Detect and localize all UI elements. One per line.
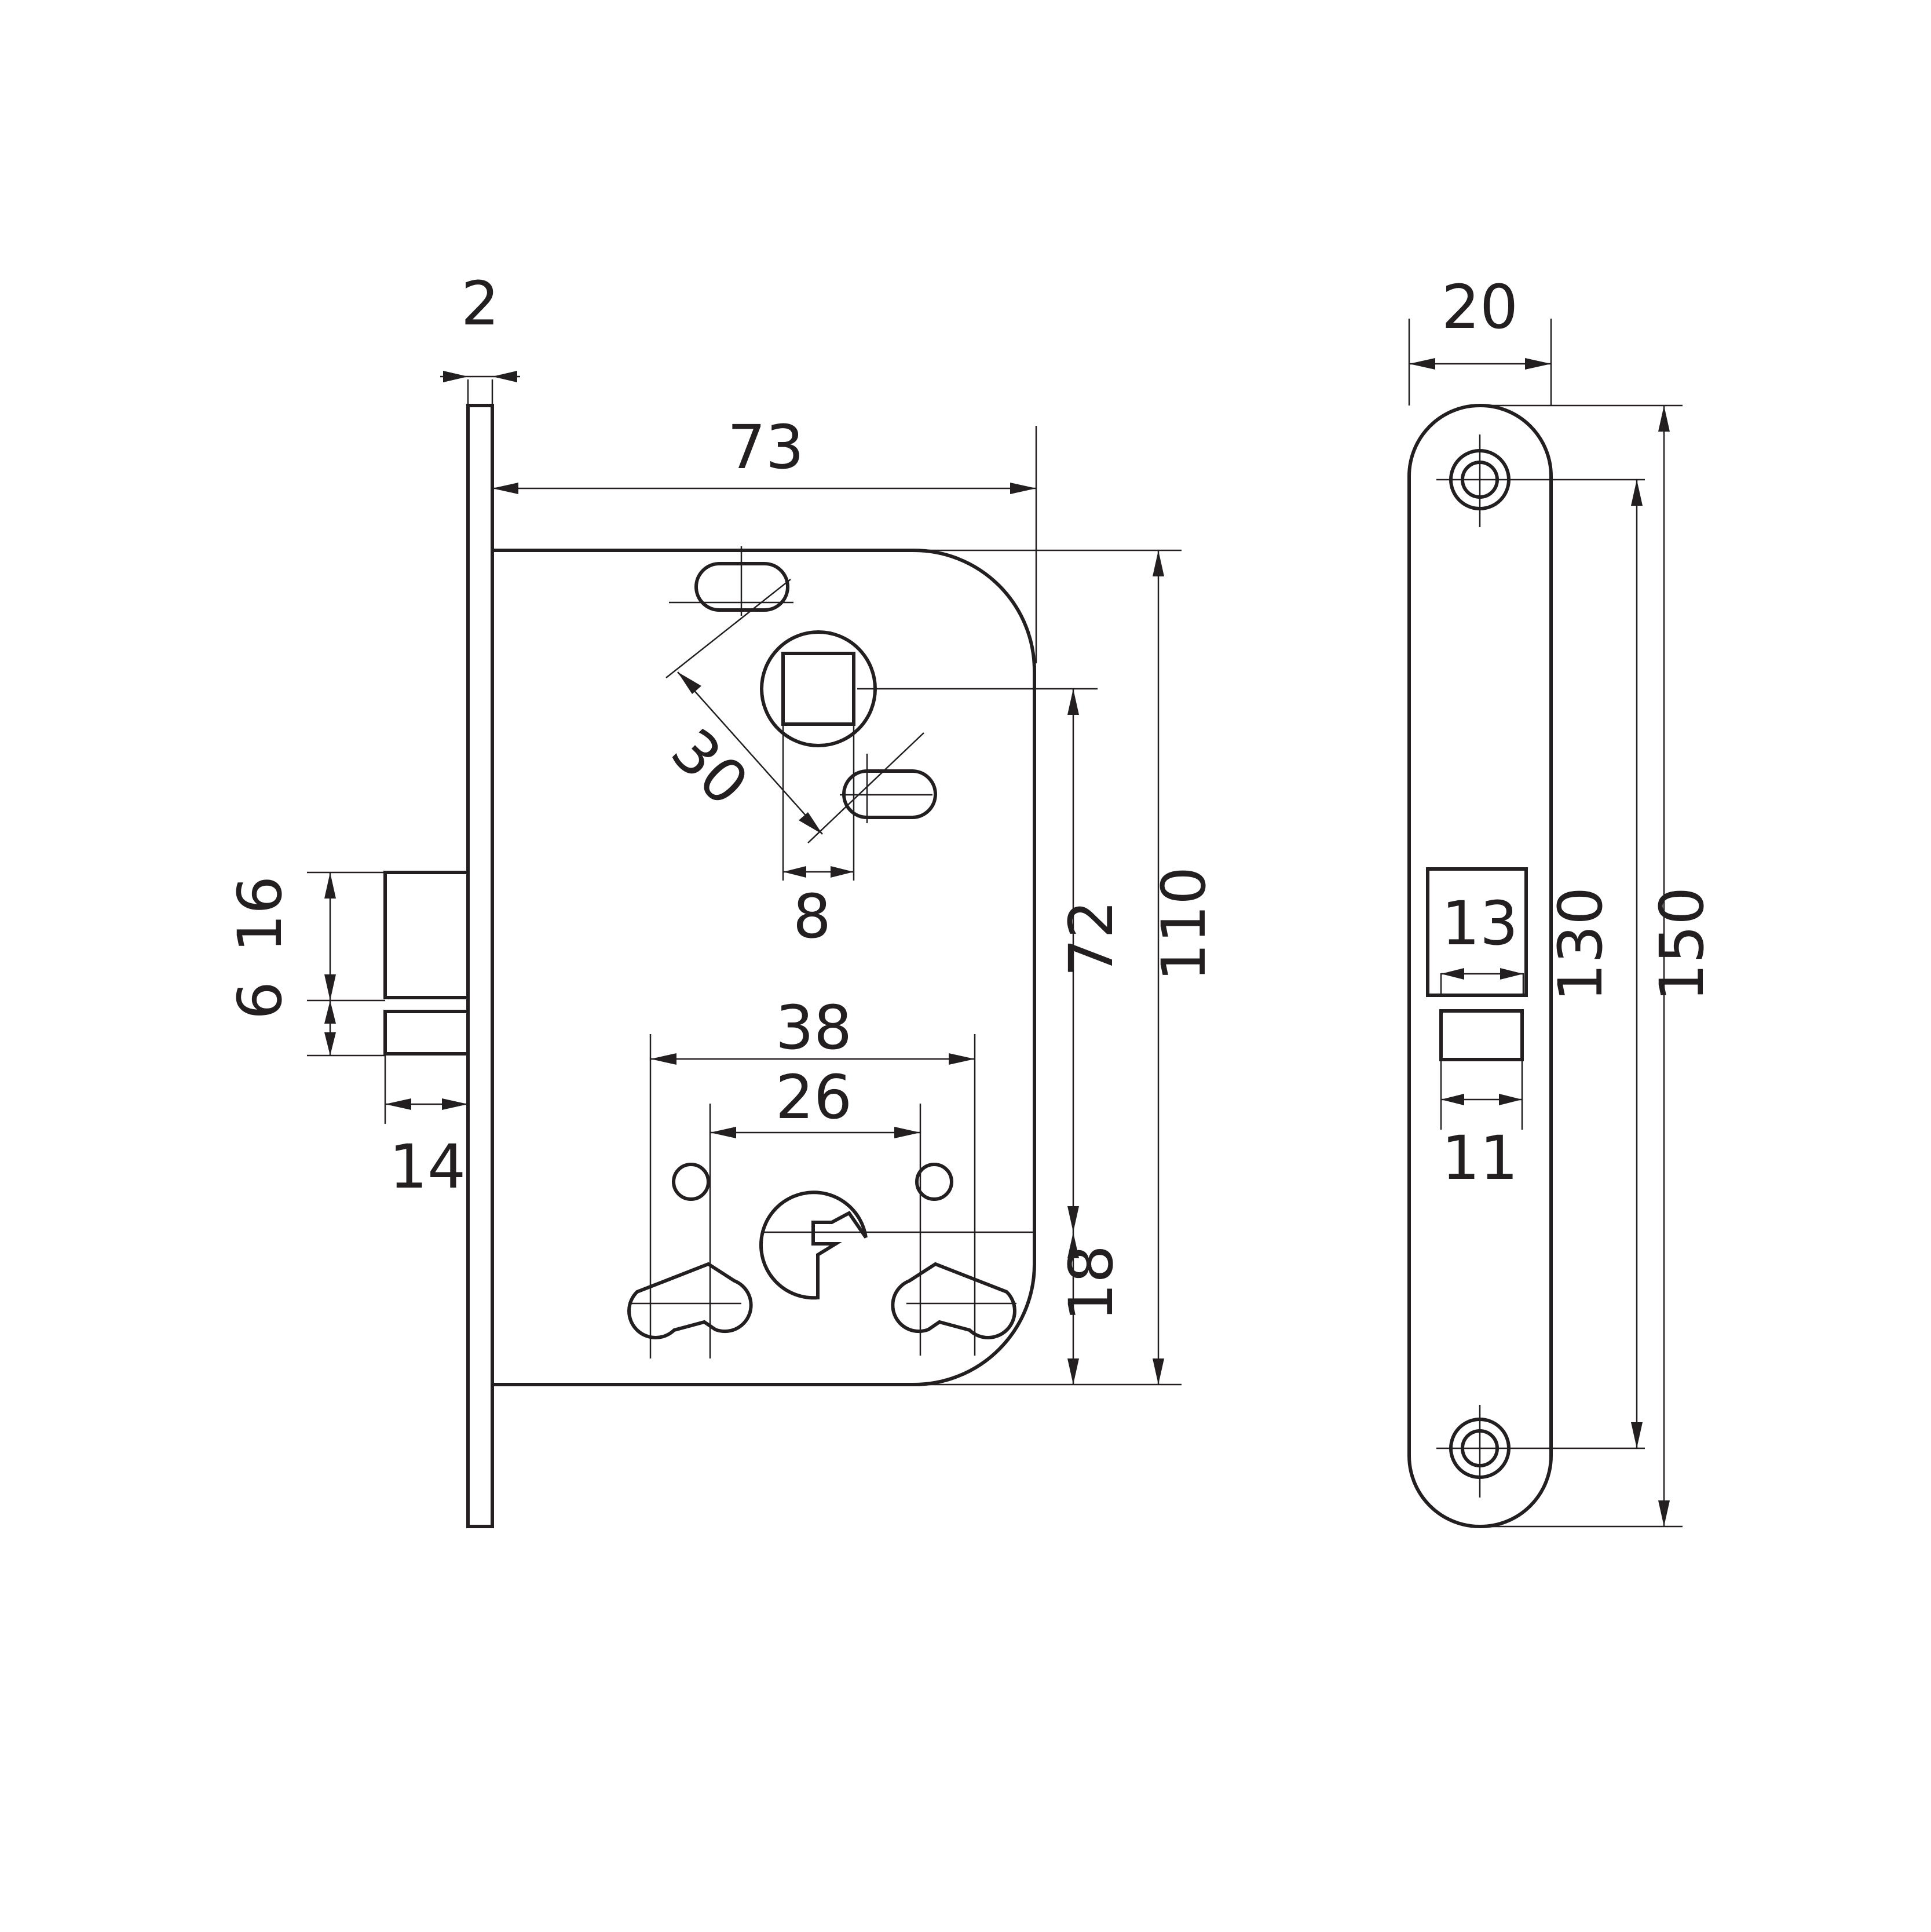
dim-screw-hole-spacing: 130: [1545, 887, 1616, 1002]
screw-hole-left: [672, 1163, 710, 1201]
spindle-square: [781, 652, 855, 726]
dim-backset: 73: [727, 412, 804, 483]
dim-keyhole-to-bottom: 18: [1056, 1245, 1127, 1321]
dim-faceplate-length: 150: [1647, 887, 1717, 1002]
dim-bolt-gap: 6: [225, 981, 295, 1020]
dim-faceplate-width: 20: [1442, 272, 1518, 342]
dim-spindle-to-keyhole: 72: [1056, 900, 1127, 977]
dim-latch-opening-width: 13: [1442, 888, 1518, 959]
dead-bolt: [383, 1010, 470, 1056]
mount-hole-right: [891, 1262, 1016, 1339]
latch-bolt: [383, 871, 468, 999]
screw-hole-right: [915, 1163, 953, 1201]
bolt-opening: [1439, 1009, 1524, 1061]
latch-opening: [1426, 867, 1528, 997]
dim-spindle-square: 8: [793, 881, 831, 952]
keyhole: [759, 1190, 868, 1300]
dim-fixing-hole-spacing: 30: [658, 715, 762, 819]
dim-body-height: 110: [1149, 867, 1219, 982]
dim-latch-projection: 14: [389, 1131, 466, 1202]
mount-hole-left: [627, 1262, 753, 1339]
lock-body-view: 2 73 30 8 16 6 14 38: [225, 268, 1219, 1528]
lock-case: [492, 549, 1036, 1386]
faceplate-outline: [1407, 404, 1553, 1528]
dim-bolt-opening-width: 11: [1442, 1123, 1518, 1193]
dim-outer-screw-spacing: 38: [776, 992, 852, 1063]
dim-faceplate-thickness: 2: [461, 268, 499, 339]
dim-inner-screw-spacing: 26: [776, 1062, 852, 1133]
faceplate-strip: [466, 404, 494, 1528]
faceplate-view: 13 11 20 130 150: [1407, 272, 1717, 1528]
dim-latch-height: 16: [225, 876, 295, 952]
